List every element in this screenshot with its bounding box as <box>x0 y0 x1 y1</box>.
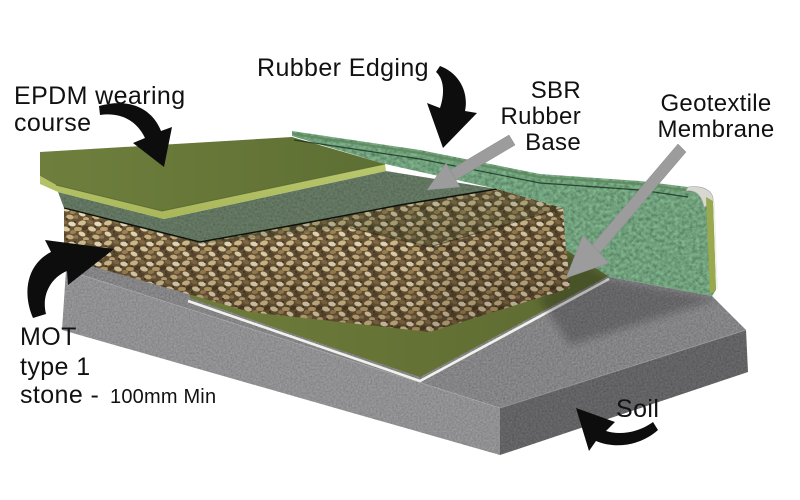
sbr-label-line3: Base <box>525 129 581 156</box>
epdm-label-line2: course <box>14 109 91 137</box>
epdm-crease <box>55 163 386 212</box>
rubber-edging-wall <box>292 131 718 296</box>
edging-side-strip <box>706 197 716 294</box>
mot-label-detail: 100mm Min <box>110 386 216 408</box>
mot-label-line3: stone - <box>20 381 99 409</box>
mot-label-line2: type 1 <box>20 353 91 381</box>
edging-top-highlight <box>292 132 693 193</box>
soil-label: Soil <box>616 395 659 423</box>
epdm-front-edge <box>40 164 386 219</box>
sbr-front-edge <box>63 188 498 243</box>
edging-arrow <box>427 66 477 148</box>
stone-face-crease <box>349 207 564 248</box>
epdm-label: EPDM wearing course <box>14 82 186 137</box>
sbr-rubber-base-layer <box>58 171 498 243</box>
sbr-arrow <box>426 134 516 191</box>
mot-stone-layer <box>64 189 570 332</box>
edging-side-strip-edge <box>713 201 718 290</box>
edging-wall-shadow <box>540 252 714 345</box>
soil-arrow <box>576 408 658 451</box>
sbr-label: SBR Rubber Base <box>500 77 581 156</box>
soil-right-face <box>500 330 748 455</box>
stone-right-face-shade <box>430 208 570 332</box>
soil-front-face <box>62 270 500 455</box>
rubber-edging-label: Rubber Edging <box>257 54 429 82</box>
epdm-label-line1: EPDM wearing <box>14 82 186 110</box>
epdm-arrow <box>99 103 172 167</box>
epdm-layer <box>40 137 386 219</box>
geotextile-arrow <box>565 143 687 279</box>
geotextile-label-line2: Membrane <box>657 116 774 143</box>
epdm-top-surface <box>40 137 385 211</box>
soil-right-shade <box>500 330 748 455</box>
sbr-label-line1: SBR <box>531 77 581 104</box>
soil-top-edge <box>65 269 747 409</box>
soil-front-highlight <box>62 270 500 455</box>
mot-label: MOT type 1 stone - 100mm Min <box>20 323 216 409</box>
mot-label-line1: MOT <box>20 323 77 351</box>
geotextile-label: Geotextile Membrane <box>657 90 774 143</box>
mot-arrow <box>27 240 114 318</box>
geotextile-label-line1: Geotextile <box>660 90 771 117</box>
sbr-label-line2: Rubber <box>500 103 581 130</box>
membrane-edge-line <box>187 277 610 383</box>
edging-top-crease <box>293 139 689 198</box>
stone-top-strip-shade <box>64 189 563 247</box>
